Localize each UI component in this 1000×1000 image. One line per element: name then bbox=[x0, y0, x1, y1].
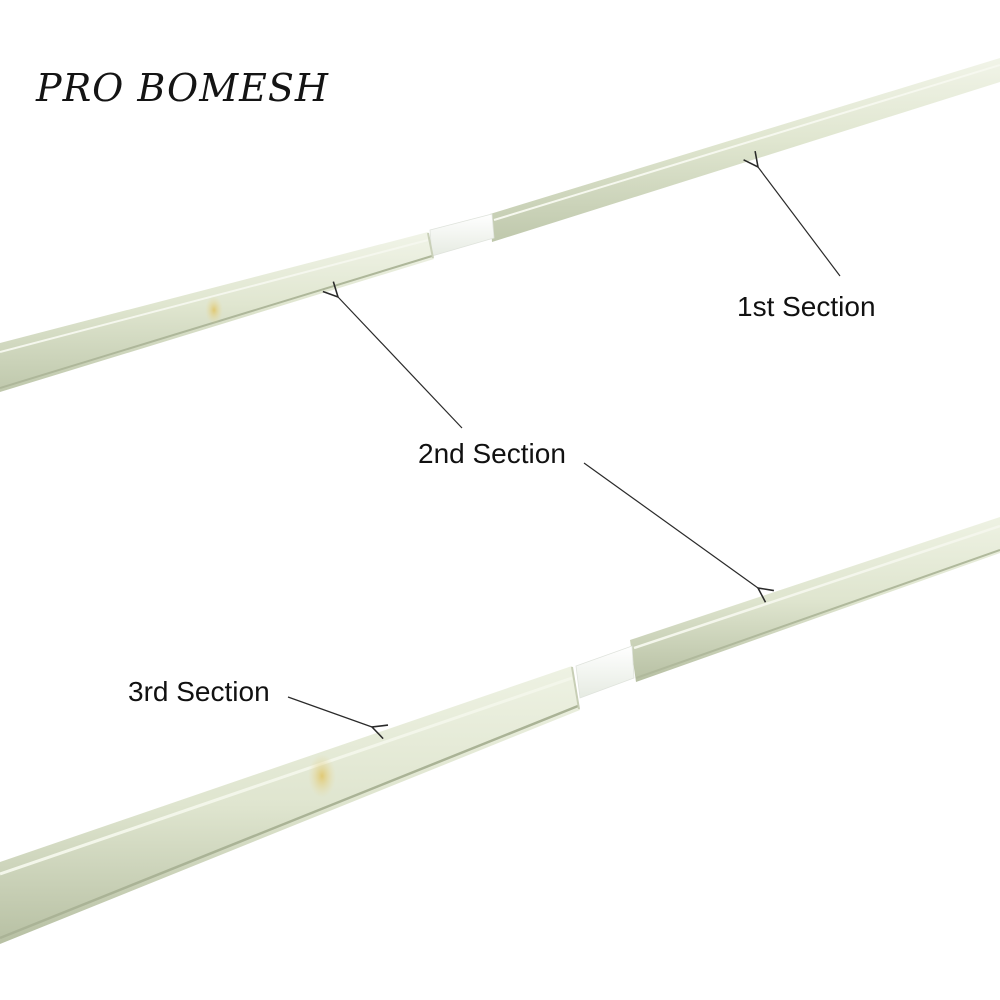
lower-second-section-highlight bbox=[633, 524, 1000, 650]
upper-rod-assembly bbox=[0, 58, 1000, 392]
third-section-rod bbox=[0, 666, 580, 944]
label-3rd-section: 3rd Section bbox=[128, 676, 270, 707]
first-section-rod-highlight bbox=[493, 64, 1000, 221]
lower-second-section-shadow bbox=[635, 549, 1000, 679]
brand-logo-text: PRO BOMESH bbox=[36, 66, 330, 110]
first-section-rod bbox=[490, 58, 1000, 242]
lower-second-section-rod bbox=[630, 517, 1000, 682]
annotation-arrows bbox=[287, 167, 841, 727]
lower-rod-assembly bbox=[0, 517, 1000, 944]
lower-joint-stain bbox=[308, 754, 336, 798]
arrow-3rd-section bbox=[287, 696, 372, 727]
lower-joint-edge bbox=[571, 666, 580, 710]
arrow-2nd-section-lower bbox=[583, 462, 758, 588]
upper-joint-edge bbox=[427, 232, 434, 259]
upper-ferrule-core bbox=[429, 213, 495, 257]
lower-ferrule-core bbox=[575, 645, 635, 699]
third-section-rod-shadow bbox=[0, 704, 579, 940]
arrow-2nd-section-upper bbox=[338, 297, 463, 429]
third-section-rod-highlight bbox=[0, 676, 573, 876]
arrow-1st-section bbox=[758, 167, 841, 277]
label-1st-section: 1st Section bbox=[737, 291, 876, 322]
label-2nd-section: 2nd Section bbox=[418, 438, 566, 469]
upper-joint-stain bbox=[205, 296, 223, 324]
